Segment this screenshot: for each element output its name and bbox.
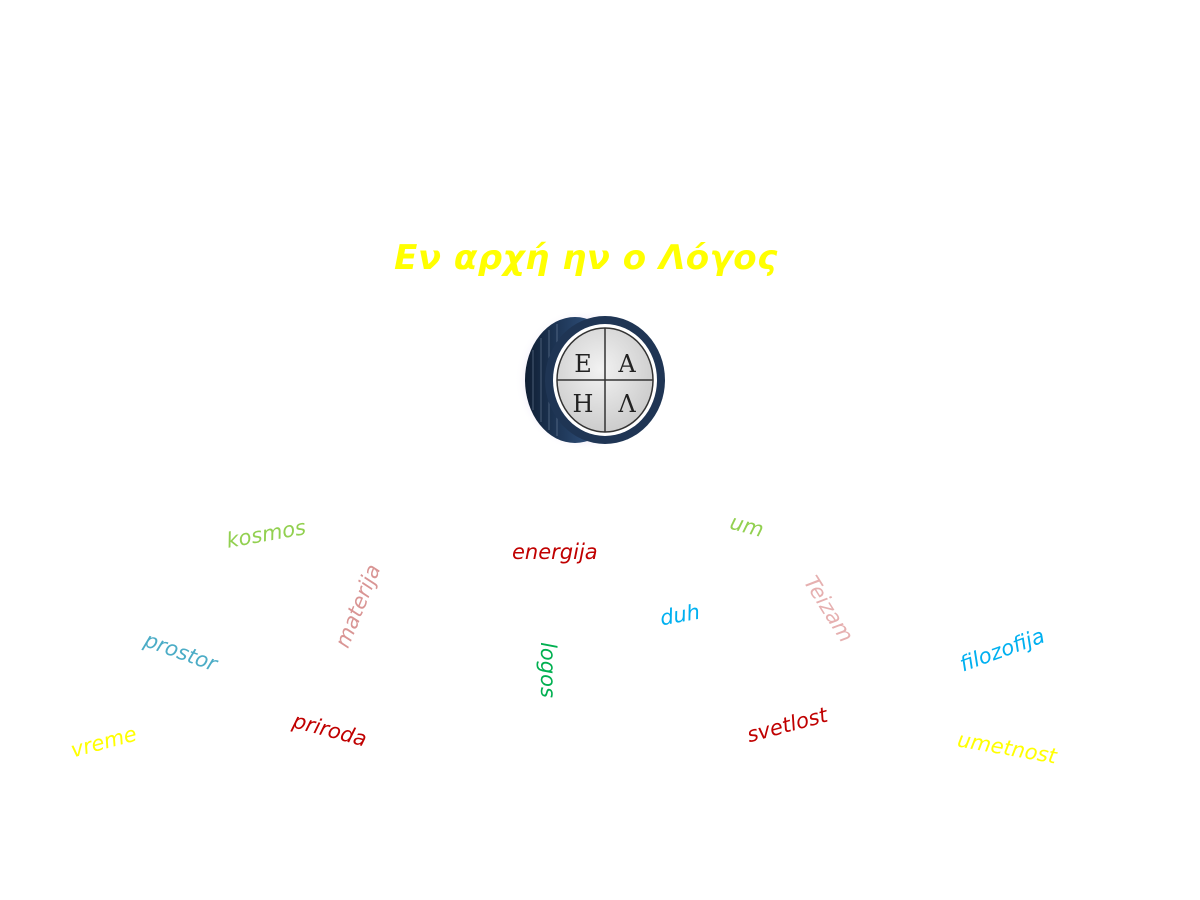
word-duh: duh (658, 599, 702, 631)
word-kosmos: kosmos (224, 515, 308, 553)
word-teizam: Teizam (799, 571, 859, 647)
emblem-letter-alpha: Α (617, 350, 636, 378)
slide-title: Εν αρχή ην ο Λόγος (394, 238, 778, 278)
word-priroda: priroda (290, 708, 370, 752)
word-prostor: prostor (141, 627, 221, 677)
emblem-letter-lambda: Λ (617, 390, 636, 418)
emblem-letter-eta: Η (573, 390, 594, 418)
word-umetnost: umetnost (955, 727, 1059, 769)
word-um: um (727, 510, 767, 542)
word-svetlost: svetlost (744, 702, 831, 748)
word-materija: materija (330, 560, 386, 652)
word-vreme: vreme (68, 721, 140, 763)
word-energija: energija (512, 540, 598, 564)
ealh-emblem-icon: Ε Α Η Λ (515, 308, 665, 452)
word-logos: logos (535, 642, 560, 698)
emblem-letter-epsilon: Ε (574, 350, 592, 378)
word-filozofija: filozofija (956, 623, 1048, 677)
